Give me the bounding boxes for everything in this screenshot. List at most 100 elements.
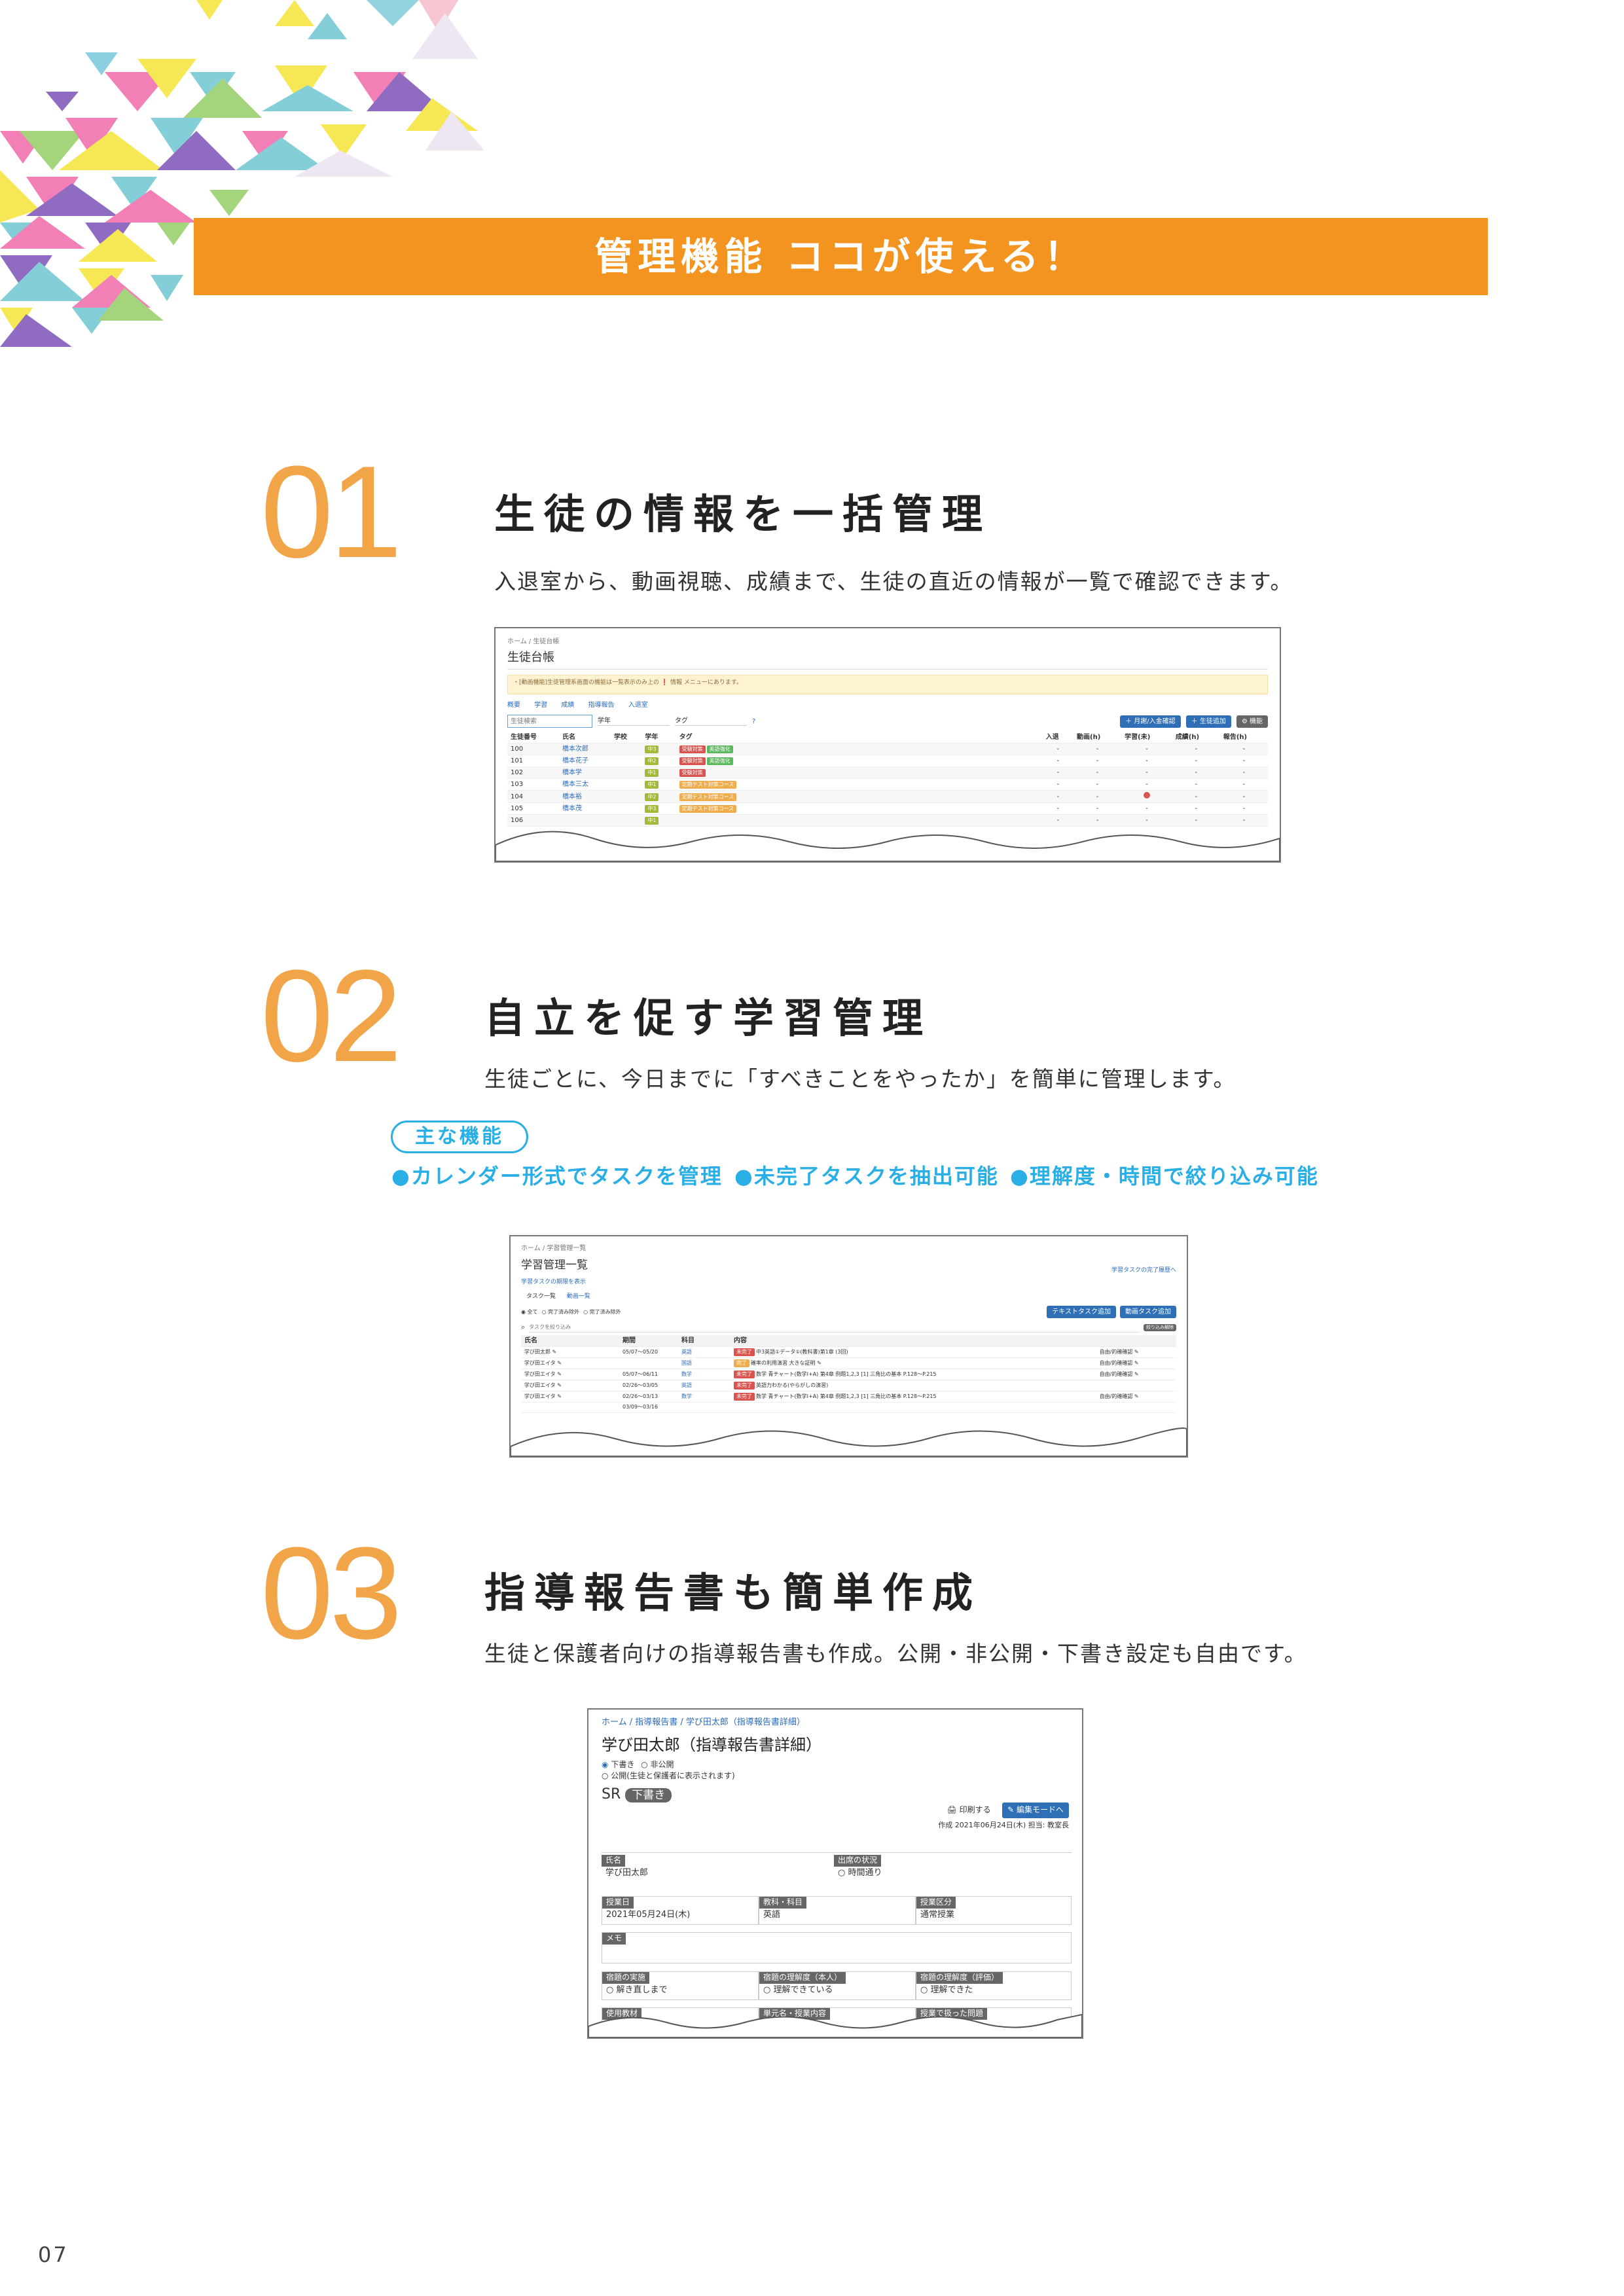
cell-name[interactable]: 橋本学 (558, 766, 611, 780)
tab-study[interactable]: 学習 (534, 702, 548, 709)
cell-name[interactable] (558, 814, 611, 827)
cell-name[interactable]: 橋本三太 (558, 778, 611, 791)
radio-public[interactable]: ○ 公開(生徒と保護者に表示されます) (602, 1770, 735, 1780)
show-deadline-link[interactable]: 学習タスクの期限を表示 (521, 1279, 586, 1286)
filter-row: ◉ 全て ○ 完了済み除外 ○ 完了済み除外 テキストタスク追加 動画タスク追加 (521, 1306, 1176, 1319)
payment-check-button[interactable]: ＋ 月謝/入金確認 (1120, 715, 1181, 728)
add-student-button[interactable]: ＋ 生徒追加 (1185, 715, 1231, 728)
tag-select[interactable]: タグ (675, 717, 747, 726)
field-label: 宿題の理解度（本人） (759, 1972, 846, 1984)
radio-exclude-completed[interactable]: ○ 完了済み除外 (541, 1308, 580, 1315)
table-row[interactable]: 学び田エイタ ✎国語完了確率の利用演習 大きな証明 ✎自由/的確確認 ✎ (521, 1357, 1176, 1370)
cell-period: 02/26～03/05 (619, 1380, 678, 1392)
tag-badge: 定期テスト対策コース (679, 793, 737, 801)
cell-actions: 自由/的確確認 ✎ (1096, 1369, 1176, 1381)
tag-badge: 受験対策 (679, 769, 706, 778)
field-label: 授業日 (602, 1897, 634, 1909)
cell-subject: 数学 (678, 1391, 731, 1403)
tab-task-list[interactable]: タスク一覧 (526, 1293, 556, 1300)
completed-history-link[interactable]: 学習タスクの完了履歴へ (1111, 1267, 1176, 1274)
cell-metric: - (1172, 814, 1220, 827)
cell-name[interactable]: 橋本花子 (558, 755, 611, 768)
cell-grade: 中3 (641, 802, 676, 816)
cell-metric: - (1172, 790, 1220, 804)
field-value: 通常授業 (920, 1909, 955, 1920)
cell-name[interactable]: 橋本次郎 (558, 743, 611, 756)
add-text-task-button[interactable]: テキストタスク追加 (1047, 1306, 1116, 1319)
task-content: 確率の利用演習 大きな証明 ✎ (751, 1360, 821, 1367)
cell-metric: - (1219, 778, 1268, 791)
page-title: 学習管理一覧 (521, 1259, 588, 1272)
cell-student-no: 100 (507, 743, 559, 756)
grade-select[interactable]: 学年 (598, 717, 670, 726)
page-title: 学び田太郎（指導報告書詳細） (602, 1735, 821, 1754)
cell-name: 学び田エイタ ✎ (521, 1391, 619, 1403)
cell-metric: - (1074, 814, 1122, 827)
feature-incomplete-tasks: ●未完了タスクを抽出可能 (734, 1164, 999, 1189)
study-management-screenshot: ホーム / 学習管理一覧 学習管理一覧 学習タスクの完了履歴へ 学習タスクの期限… (509, 1235, 1188, 1458)
grade-badge: 中1 (645, 769, 659, 778)
cell-metric: - (1219, 755, 1268, 768)
tab-video-list[interactable]: 動画一覧 (566, 1293, 590, 1300)
edit-mode-button[interactable]: ✎ 編集モードへ (1002, 1803, 1069, 1818)
cell-student-no: 106 (507, 814, 559, 827)
cell-metric: - (1219, 766, 1268, 780)
cell-period (619, 1357, 678, 1370)
radio-exclude-completed-2[interactable]: ○ 完了済み除外 (583, 1308, 621, 1315)
print-button[interactable]: 🖨 印刷する (947, 1805, 991, 1815)
tab-reports[interactable]: 指導報告 (588, 702, 615, 709)
radio-all[interactable]: ◉ 全て (521, 1308, 538, 1315)
table-row[interactable]: 03/09～03/16 (521, 1402, 1176, 1413)
radio-draft[interactable]: ◉ 下書き (602, 1760, 635, 1770)
task-filter-input[interactable] (529, 1322, 1140, 1333)
section-title-03: 指導報告書も簡単作成 (484, 1569, 983, 1617)
cell-content: 未完了英語力わかる(やらがしの演習) (731, 1380, 1096, 1392)
cell-name: 学び田エイタ ✎ (521, 1357, 619, 1370)
tab-attendance[interactable]: 入退室 (628, 702, 648, 709)
cell-name[interactable]: 橋本裕 (558, 790, 611, 804)
decorative-triangle-pattern (0, 0, 484, 347)
tab-grades[interactable]: 成績 (561, 702, 575, 709)
task-content: 数学 青チャート(数学I+A) 第4章 例題1,2,3 [1] 三角比の基本 P… (756, 1393, 937, 1400)
student-search-input[interactable] (507, 715, 592, 728)
cell-subject: 英語 (678, 1346, 731, 1359)
cell-metric: - (1219, 802, 1268, 816)
cell-actions (1096, 1402, 1176, 1413)
tag-badge: 受験対策 (679, 745, 706, 754)
tab-overview[interactable]: 概要 (507, 702, 520, 709)
breadcrumb: ホーム / 指導報告書 / 学び田太郎（指導報告書詳細） (602, 1717, 805, 1727)
tag-badge: 受験対策 (679, 757, 706, 766)
function-menu-button[interactable]: ⚙ 機能 (1236, 715, 1268, 728)
cell-metric: - (1121, 743, 1172, 756)
cell-student-no: 103 (507, 778, 559, 791)
help-icon[interactable]: ? (752, 717, 756, 725)
section-number-02: 02 (261, 943, 402, 1089)
cell-metric: - (1121, 755, 1172, 768)
clear-filter-button[interactable]: 絞り込み解除 (1144, 1323, 1176, 1332)
filter-row: 学年 タグ ? ＋ 月謝/入金確認 ＋ 生徒追加 ⚙ 機能 (507, 715, 1268, 728)
grade-badge: 中2 (645, 757, 659, 766)
cell-tags: 定期テスト対策コース (676, 790, 1043, 804)
field-value: 英語 (763, 1909, 781, 1920)
field-label: 教科・科目 (759, 1897, 807, 1909)
field-label: 宿題の理解度（評価） (916, 1972, 1003, 1984)
cell-grade: 中1 (641, 766, 676, 780)
add-video-task-button[interactable]: 動画タスク追加 (1120, 1306, 1176, 1319)
cell-name[interactable]: 橋本茂 (558, 802, 611, 816)
cell-actions (1096, 1380, 1176, 1392)
cell-metric: - (1042, 743, 1074, 756)
breadcrumb: ホーム / 学習管理一覧 (521, 1245, 586, 1252)
radio-private[interactable]: ○ 非公開 (641, 1760, 674, 1770)
field-student-name: 氏名学び田太郎 (602, 1855, 831, 1880)
